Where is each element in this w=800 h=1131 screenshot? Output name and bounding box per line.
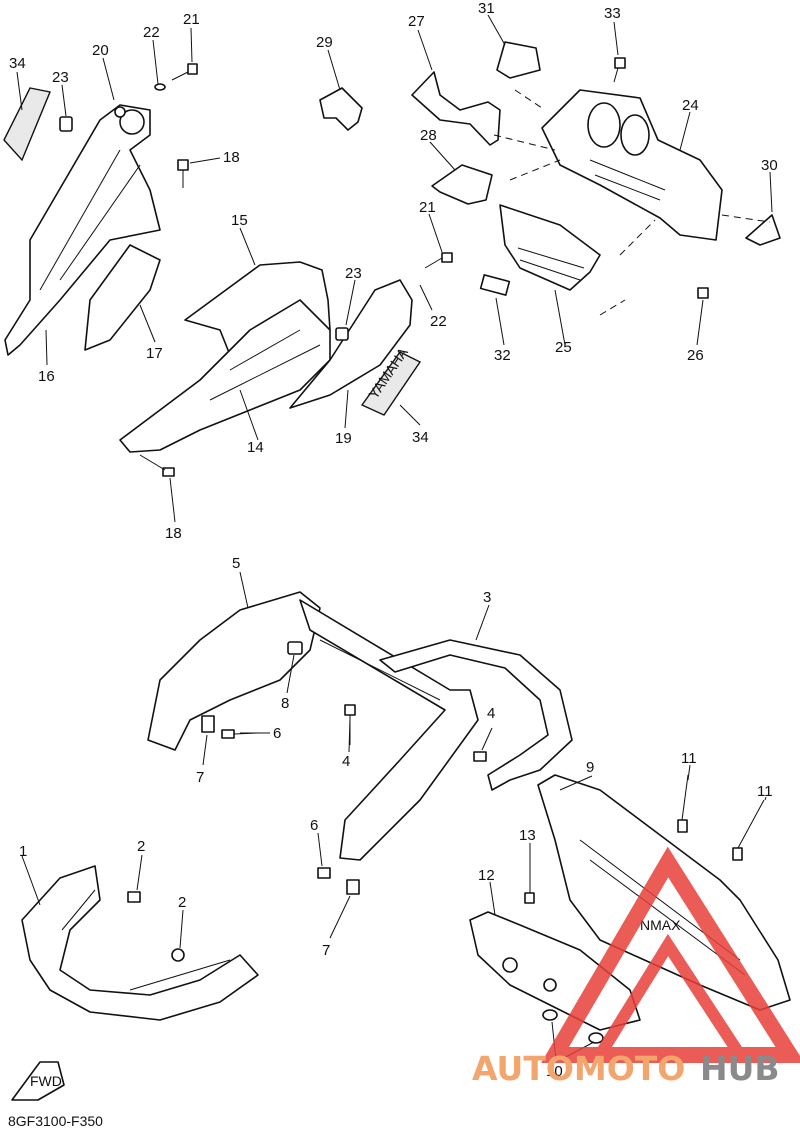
- callout-3: 3: [483, 589, 491, 606]
- callout-22-mid: 22: [430, 313, 447, 330]
- fwd-label: FWD: [30, 1073, 62, 1089]
- callout-27: 27: [408, 13, 425, 30]
- callout-2-upper: 2: [137, 838, 145, 855]
- callout-34-left: 34: [9, 55, 26, 72]
- watermark-text-hub: HUB: [700, 1049, 780, 1088]
- bolt-21-mid: [424, 252, 453, 269]
- screw-33: [613, 57, 626, 83]
- clip-11-right: [732, 799, 765, 861]
- callout-28: 28: [420, 127, 437, 144]
- clip-7-lower: [346, 879, 360, 895]
- bolt-21-top: [171, 63, 198, 81]
- bolt-6-lower: [317, 867, 331, 879]
- callout-34-mid: 34: [412, 429, 429, 446]
- assembly-dashline-top: [493, 89, 771, 316]
- callout-21-mid: 21: [419, 199, 436, 216]
- part-27-inner-cover: [411, 71, 501, 146]
- clip-11-left: [677, 774, 689, 833]
- callout-15: 15: [231, 212, 248, 229]
- bolt-2-upper: [127, 854, 143, 903]
- washer-10-right: [588, 1032, 604, 1044]
- callout-1: 1: [19, 843, 27, 860]
- callout-6-lower: 6: [310, 817, 318, 834]
- part-28-small-cover: [431, 164, 493, 205]
- part-3-grab-handle: [379, 639, 573, 791]
- callout-5: 5: [232, 555, 240, 572]
- callout-14: 14: [247, 439, 264, 456]
- callout-17: 17: [146, 345, 163, 362]
- part-30-tab: [745, 214, 781, 246]
- decal-label-34-left: [3, 87, 51, 162]
- part-20-bracket: [59, 116, 73, 132]
- callout-19: 19: [335, 430, 352, 447]
- part-8-block: [287, 641, 303, 655]
- callout-2-lower: 2: [178, 894, 186, 911]
- callout-21-top: 21: [183, 11, 200, 28]
- leader-lines: [16, 14, 773, 1061]
- bolt-18-top: [177, 159, 189, 188]
- callout-31: 31: [478, 0, 495, 17]
- callout-4-center: 4: [342, 753, 350, 770]
- callout-16: 16: [38, 368, 55, 385]
- callout-23-left: 23: [52, 69, 69, 86]
- part-5-upper-cover: [147, 591, 479, 861]
- callout-24: 24: [682, 97, 699, 114]
- callout-30: 30: [761, 157, 778, 174]
- part-31-clip: [496, 41, 541, 79]
- clip-7-upper: [201, 715, 215, 733]
- part-1-front-lower-cover: [21, 865, 259, 1021]
- bolt-4-right: [473, 727, 493, 762]
- watermark-text-automoto: AUTOMOTO: [472, 1049, 685, 1088]
- washer-10-left: [542, 1009, 558, 1021]
- watermark-logo: [541, 846, 800, 1063]
- callout-25: 25: [555, 339, 572, 356]
- callout-4-right: 4: [487, 705, 495, 722]
- callout-11-left: 11: [681, 750, 697, 767]
- callout-10: 10: [546, 1063, 563, 1080]
- diagram-code: 8GF3100-F350: [8, 1113, 103, 1129]
- part-29-bracket: [319, 87, 363, 131]
- part-16-side-cover-left: [4, 104, 161, 356]
- callout-7-upper: 7: [196, 769, 204, 786]
- callout-labels: 34 23 20 22 21 18 15 16 17 18 14 23 22 1…: [9, 0, 778, 1080]
- panel-text: NMAX: [640, 917, 681, 933]
- part-14-front-cover: [119, 299, 331, 453]
- screw-13: [524, 850, 535, 904]
- callout-23-mid: 23: [345, 265, 362, 282]
- callout-13: 13: [519, 827, 536, 844]
- callout-18-bottom: 18: [165, 525, 182, 542]
- callout-18-top: 18: [223, 149, 240, 166]
- part-17-trim-panel: [84, 244, 161, 351]
- callout-29: 29: [316, 34, 333, 51]
- callout-11-right: 11: [757, 783, 773, 800]
- part-32-pad: [479, 274, 511, 296]
- bolt-6-upper: [221, 729, 259, 739]
- bolt-18-bottom: [139, 454, 175, 477]
- callout-6-upper: 6: [273, 725, 281, 742]
- part-23-grommet-mid: [335, 327, 349, 341]
- bolt-2-lower: [171, 909, 185, 962]
- part-24-meter-panel: [541, 89, 723, 241]
- callout-33: 33: [604, 5, 621, 22]
- part-12-lower-rail: [469, 911, 641, 1031]
- callout-9: 9: [586, 759, 594, 776]
- callout-8: 8: [281, 695, 289, 712]
- screw-26: [697, 287, 709, 299]
- callout-26: 26: [687, 347, 704, 364]
- callout-32: 32: [494, 347, 511, 364]
- fwd-arrow: FWD: [11, 1061, 65, 1101]
- callout-20: 20: [92, 42, 109, 59]
- callout-22-top: 22: [143, 24, 160, 41]
- washer-22-top: [154, 83, 166, 91]
- callout-7-lower: 7: [322, 942, 330, 959]
- callout-12: 12: [478, 867, 495, 884]
- part-25-lower-cover: [499, 204, 601, 291]
